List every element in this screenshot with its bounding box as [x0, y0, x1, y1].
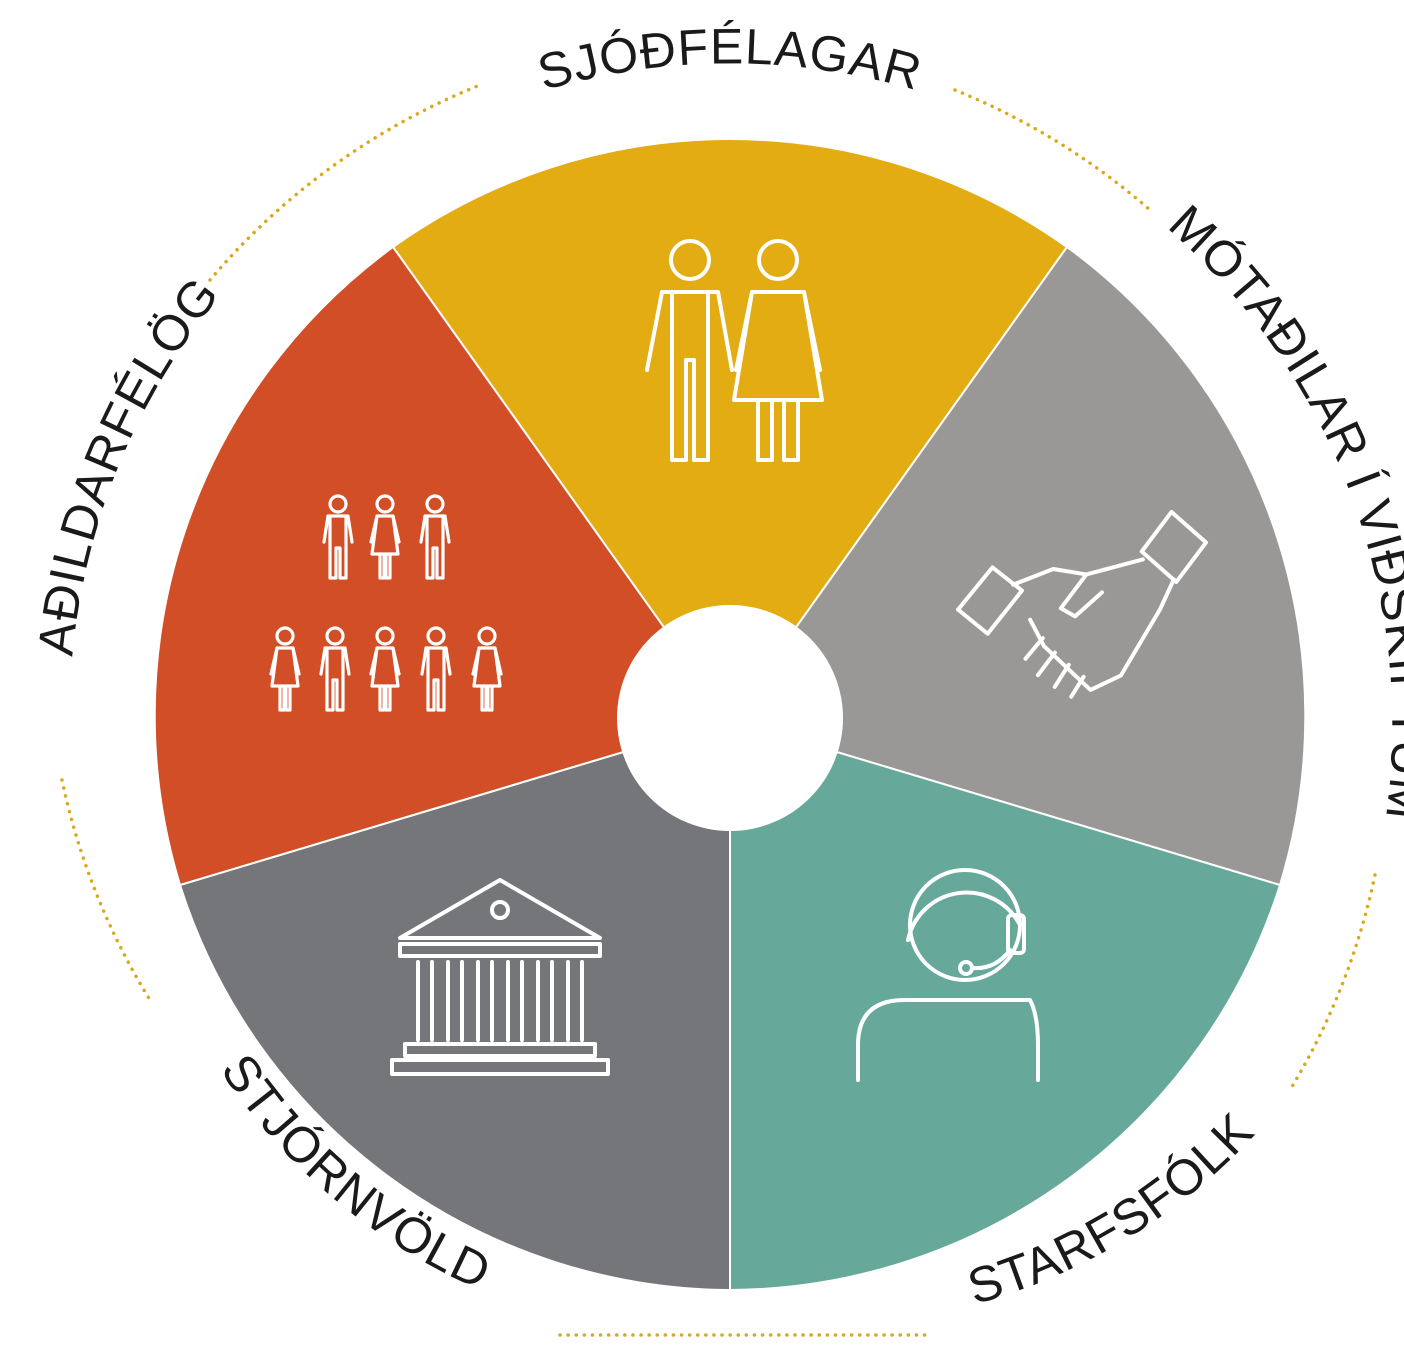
segment-starfsfolk: [729, 718, 1282, 1292]
label-sjodfelagar: SJÓÐFÉLAGAR: [532, 18, 928, 101]
wheel-segments: [153, 138, 1307, 1292]
segment-stjornvold: [178, 718, 731, 1292]
couple-icon: [645, 239, 824, 462]
government-building-icon: [390, 878, 610, 1076]
headset-person-icon: [856, 868, 1040, 1082]
center-circle: [617, 605, 843, 831]
segment-motadilar: [728, 245, 1307, 887]
segment-sjodfelagar: [391, 138, 1069, 722]
handshake-icon: [956, 509, 1209, 699]
dotted-accent-arcs: [60, 83, 1377, 1337]
